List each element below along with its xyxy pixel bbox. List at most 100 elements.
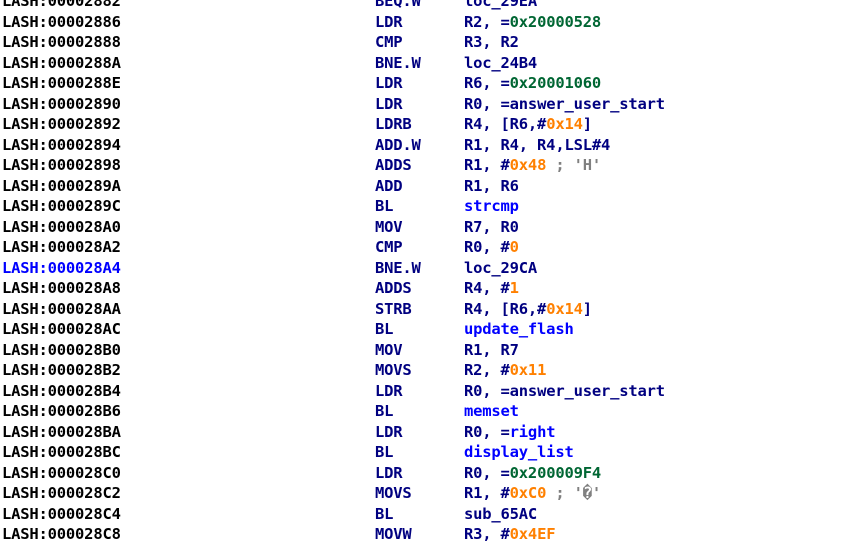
instruction-operands[interactable]: R0, =0x200009F4 bbox=[464, 463, 601, 484]
line-address[interactable]: LASH:0000288A bbox=[2, 53, 121, 72]
instruction-mnemonic[interactable]: ADDS bbox=[375, 279, 412, 297]
instruction-operands[interactable]: R2, #0x11 bbox=[464, 360, 546, 381]
line-address[interactable]: LASH:00002890 bbox=[2, 94, 121, 113]
instruction-mnemonic[interactable]: BL bbox=[375, 320, 394, 338]
line-address[interactable]: LASH:0000289C bbox=[2, 197, 121, 215]
instruction-mnemonic[interactable]: ADDS bbox=[375, 156, 412, 174]
operand-token-loc[interactable]: sub_65AC bbox=[464, 504, 538, 523]
instruction-operands[interactable]: R1, #0xC0 ; '�' bbox=[464, 483, 601, 504]
operand-token-func[interactable]: right bbox=[509, 422, 556, 441]
disassembly-line[interactable]: LASH:000028AA STRB R4, [R6,#0x14] bbox=[0, 299, 846, 320]
instruction-operands[interactable]: R0, #0 bbox=[464, 237, 519, 258]
disassembly-line[interactable]: LASH:000028A8 ADDS R4, #1 bbox=[0, 278, 846, 299]
disassembly-line[interactable]: LASH:0000288A BNE.W loc_24B4 bbox=[0, 53, 846, 74]
line-address[interactable]: LASH:000028C8 bbox=[2, 525, 121, 543]
instruction-operands[interactable]: R4, [R6,#0x14] bbox=[464, 299, 592, 320]
instruction-operands[interactable]: R1, #0x48 ; 'H' bbox=[464, 155, 601, 176]
line-address[interactable]: LASH:000028AC bbox=[2, 320, 121, 338]
instruction-operands[interactable]: strcmp bbox=[464, 196, 519, 217]
line-address[interactable]: LASH:00002888 bbox=[2, 33, 121, 51]
line-address[interactable]: LASH:00002886 bbox=[2, 12, 121, 31]
instruction-operands[interactable]: R0, =answer_user_start bbox=[464, 381, 665, 402]
instruction-mnemonic[interactable]: MOVS bbox=[375, 484, 412, 502]
disassembly-line[interactable]: LASH:000028C8 MOVW R3, #0x4EF bbox=[0, 524, 846, 545]
operand-token-name[interactable]: answer_user_start bbox=[509, 94, 665, 113]
instruction-mnemonic[interactable]: BNE.W bbox=[375, 53, 421, 72]
line-address[interactable]: LASH:000028C2 bbox=[2, 484, 121, 502]
instruction-operands[interactable]: R3, #0x4EF bbox=[464, 524, 556, 545]
instruction-mnemonic[interactable]: MOVW bbox=[375, 525, 412, 543]
line-address[interactable]: LASH:000028AA bbox=[2, 299, 121, 318]
instruction-mnemonic[interactable]: BEQ.W bbox=[375, 0, 421, 10]
instruction-operands[interactable]: loc_29CA bbox=[464, 258, 537, 279]
instruction-operands[interactable]: sub_65AC bbox=[464, 504, 537, 525]
operand-token-func[interactable]: strcmp bbox=[464, 197, 519, 215]
disassembly-line[interactable]: LASH:00002888 CMP R3, R2 bbox=[0, 32, 846, 53]
disassembly-line[interactable]: LASH:000028C0 LDR R0, =0x200009F4 bbox=[0, 463, 846, 484]
operand-token-loc[interactable]: loc_29CA bbox=[464, 258, 538, 277]
instruction-mnemonic[interactable]: ADD bbox=[375, 176, 403, 195]
instruction-operands[interactable]: R1, R7 bbox=[464, 340, 519, 361]
instruction-mnemonic[interactable]: BL bbox=[375, 443, 394, 461]
instruction-mnemonic[interactable]: BL bbox=[375, 197, 394, 215]
operand-token-func[interactable]: update_flash bbox=[464, 320, 574, 338]
instruction-operands[interactable]: R1, R4, R4,LSL#4 bbox=[464, 135, 610, 156]
line-address[interactable]: LASH:000028C4 bbox=[2, 504, 121, 523]
instruction-mnemonic[interactable]: LDR bbox=[375, 74, 403, 92]
instruction-mnemonic[interactable]: CMP bbox=[375, 33, 403, 51]
instruction-operands[interactable]: loc_24B4 bbox=[464, 53, 537, 74]
instruction-operands[interactable]: R1, R6 bbox=[464, 176, 519, 197]
line-address[interactable]: LASH:000028A8 bbox=[2, 279, 121, 297]
operand-token-name[interactable]: answer_user_start bbox=[509, 381, 665, 400]
disassembly-line[interactable]: LASH:0000289A ADD R1, R6 bbox=[0, 176, 846, 197]
line-address[interactable]: LASH:00002892 bbox=[2, 115, 121, 133]
operand-token-func[interactable]: display_list bbox=[464, 443, 574, 461]
instruction-operands[interactable]: R7, R0 bbox=[464, 217, 519, 238]
instruction-mnemonic[interactable]: ADD.W bbox=[375, 135, 421, 154]
instruction-mnemonic[interactable]: MOV bbox=[375, 340, 403, 359]
disassembly-line[interactable]: LASH:000028C4 BL sub_65AC bbox=[0, 504, 846, 525]
line-address[interactable]: LASH:000028C0 bbox=[2, 463, 121, 482]
line-address[interactable]: LASH:000028B2 bbox=[2, 361, 121, 379]
disassembly-line[interactable]: LASH:000028AC BL update_flash bbox=[0, 319, 846, 340]
instruction-operands[interactable]: R4, #1 bbox=[464, 278, 519, 299]
instruction-mnemonic[interactable]: LDR bbox=[375, 94, 403, 113]
instruction-operands[interactable]: R3, R2 bbox=[464, 32, 519, 53]
instruction-mnemonic[interactable]: CMP bbox=[375, 238, 403, 256]
instruction-mnemonic[interactable]: MOVS bbox=[375, 361, 412, 379]
instruction-mnemonic[interactable]: BNE.W bbox=[375, 258, 421, 277]
instruction-operands[interactable]: R6, =0x20001060 bbox=[464, 73, 601, 94]
line-address[interactable]: LASH:000028B0 bbox=[2, 340, 121, 359]
instruction-mnemonic[interactable]: MOV bbox=[375, 217, 403, 236]
line-address[interactable]: LASH:000028B6 bbox=[2, 402, 121, 420]
instruction-mnemonic[interactable]: LDR bbox=[375, 463, 403, 482]
instruction-operands[interactable]: R0, =right bbox=[464, 422, 556, 443]
instruction-mnemonic[interactable]: STRB bbox=[375, 299, 412, 318]
operand-token-loc[interactable]: loc_29EA bbox=[464, 0, 538, 10]
disassembly-line[interactable]: LASH:000028B2 MOVS R2, #0x11 bbox=[0, 360, 846, 381]
instruction-mnemonic[interactable]: LDR bbox=[375, 381, 403, 400]
disassembly-line[interactable]: LASH:000028B0 MOV R1, R7 bbox=[0, 340, 846, 361]
line-address[interactable]: LASH:0000289A bbox=[2, 176, 121, 195]
instruction-operands[interactable]: R2, =0x20000528 bbox=[464, 12, 601, 33]
instruction-operands[interactable]: R0, =answer_user_start bbox=[464, 94, 665, 115]
operand-token-func[interactable]: memset bbox=[464, 402, 519, 420]
instruction-operands[interactable]: memset bbox=[464, 401, 519, 422]
instruction-operands[interactable]: loc_29EA bbox=[464, 0, 537, 12]
line-address[interactable]: LASH:000028A2 bbox=[2, 238, 121, 256]
instruction-operands[interactable]: update_flash bbox=[464, 319, 574, 340]
instruction-mnemonic[interactable]: BL bbox=[375, 504, 394, 523]
